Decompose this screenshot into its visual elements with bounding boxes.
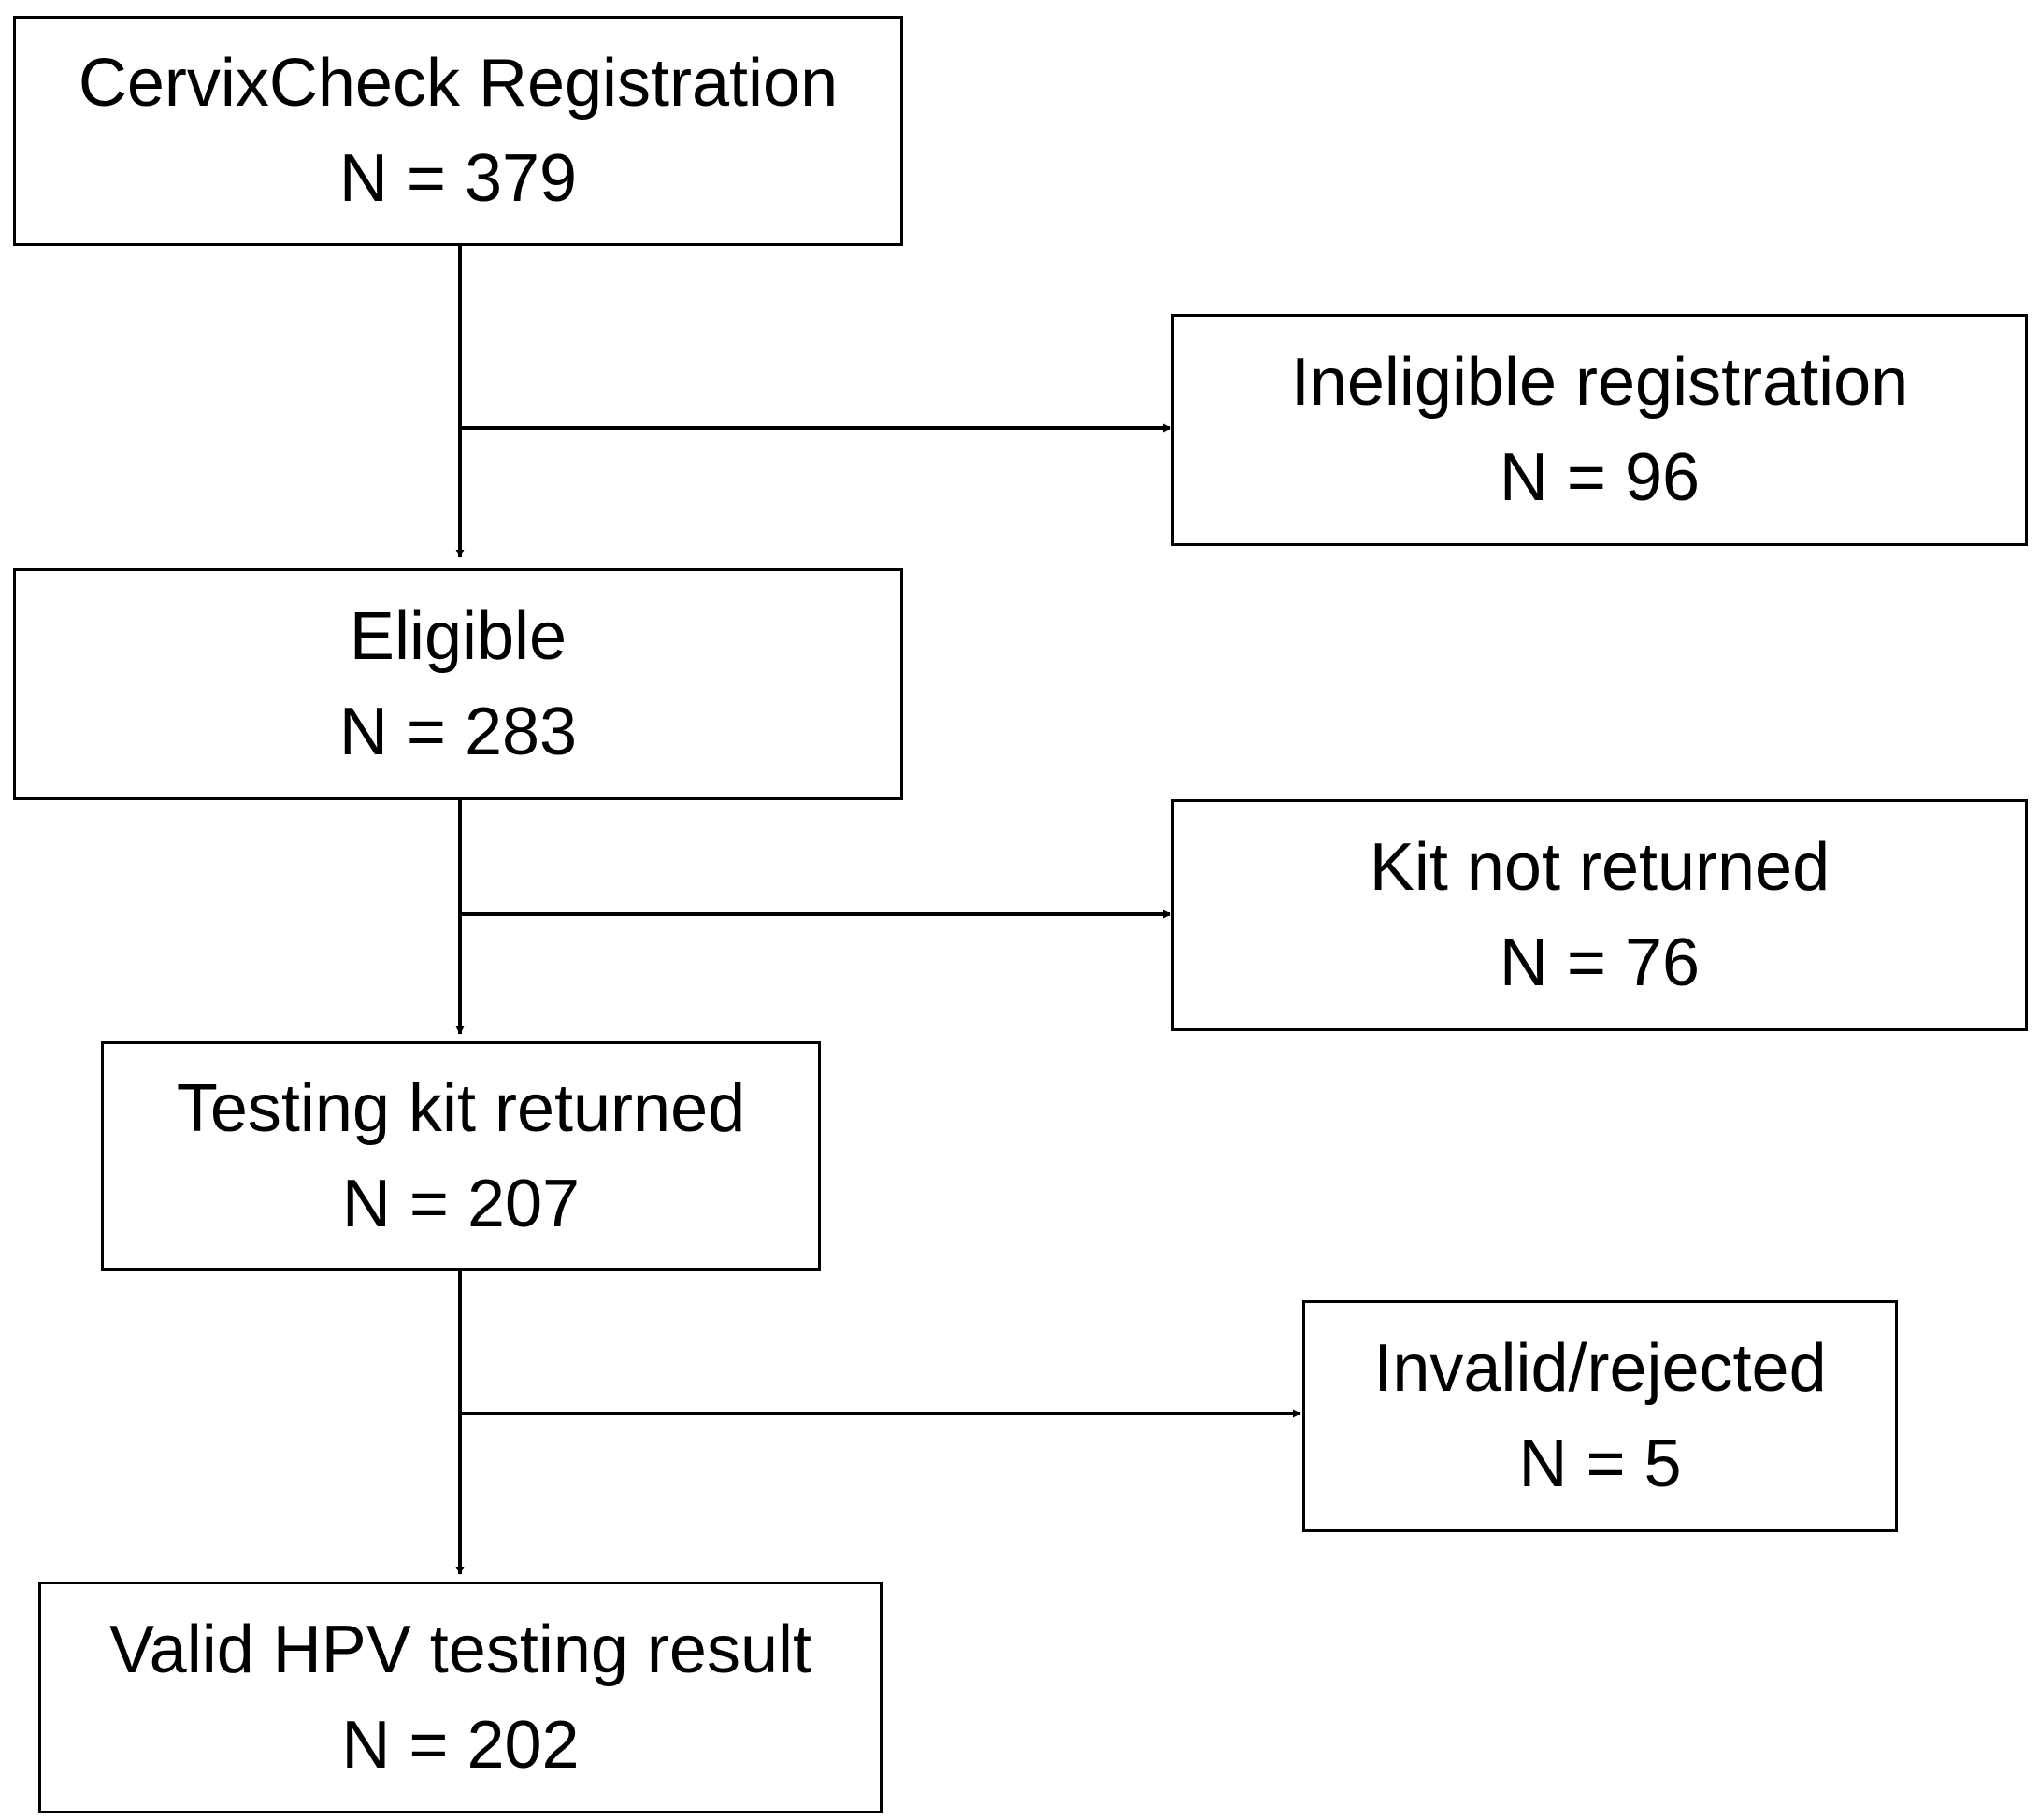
kit-returned-box: Testing kit returned N = 207 <box>101 1041 821 1271</box>
invalid-count: N = 5 <box>1518 1426 1682 1501</box>
valid-result-label: Valid HPV testing result <box>108 1612 811 1687</box>
kit-returned-count: N = 207 <box>341 1167 581 1241</box>
kit-returned-label: Testing kit returned <box>176 1071 746 1146</box>
eligible-label: Eligible <box>349 599 567 674</box>
invalid-label: Invalid/rejected <box>1373 1331 1827 1406</box>
eligible-count: N = 283 <box>338 695 578 769</box>
invalid-box: Invalid/rejected N = 5 <box>1302 1300 1898 1532</box>
valid-result-count: N = 202 <box>341 1708 580 1783</box>
valid-result-box: Valid HPV testing result N = 202 <box>38 1582 883 1813</box>
registration-box: CervixCheck Registration N = 379 <box>13 16 903 246</box>
ineligible-box: Ineligible registration N = 96 <box>1171 314 2028 546</box>
kit-not-returned-label: Kit not returned <box>1369 830 1831 905</box>
registration-count: N = 379 <box>338 141 578 216</box>
kit-not-returned-box: Kit not returned N = 76 <box>1171 799 2028 1031</box>
eligible-box: Eligible N = 283 <box>13 568 903 800</box>
kit-not-returned-count: N = 76 <box>1499 925 1701 1000</box>
ineligible-count: N = 96 <box>1499 440 1701 515</box>
registration-label: CervixCheck Registration <box>78 46 839 121</box>
ineligible-label: Ineligible registration <box>1290 345 1909 420</box>
